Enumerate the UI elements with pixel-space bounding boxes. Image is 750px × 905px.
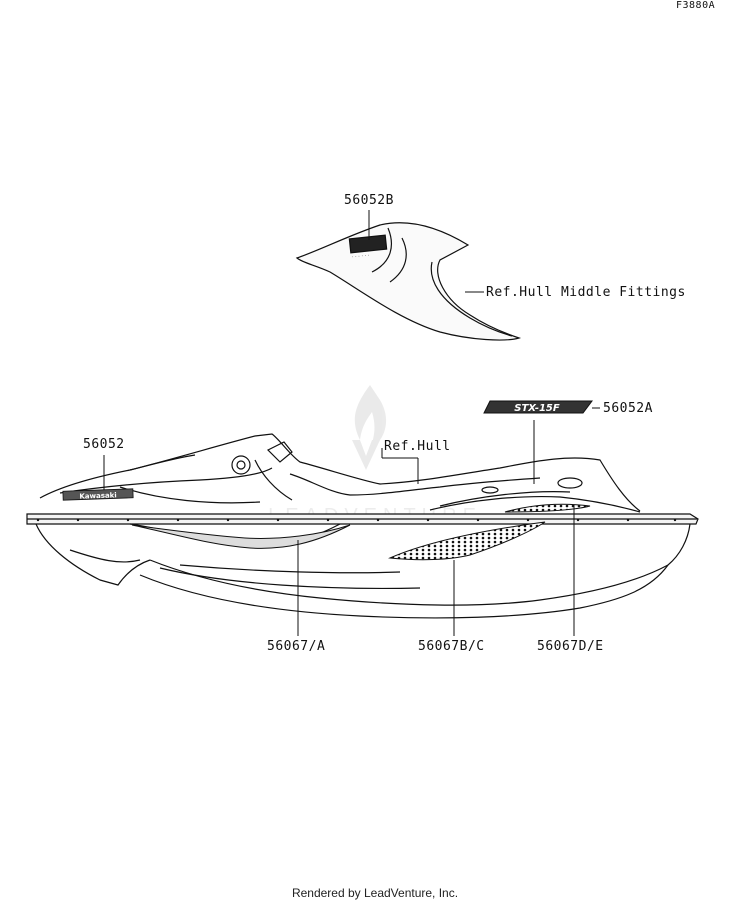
decal-56067B-C[interactable] <box>388 521 546 561</box>
callout-56052A[interactable]: 56052A <box>603 401 653 416</box>
callout-ref-hull[interactable]: Ref.Hull <box>384 439 451 454</box>
decal-56052A[interactable]: STX-15F <box>483 400 593 414</box>
decal-56052B[interactable]: · · · · · · <box>295 222 522 341</box>
callout-56067B-C[interactable]: 56067B/C <box>418 639 485 654</box>
decal-56052[interactable]: Kawasaki <box>62 488 134 501</box>
figure-id: F3880A <box>676 0 716 11</box>
leader-lines <box>103 210 600 636</box>
decal-56067D-E[interactable] <box>504 503 591 513</box>
svg-text:· · · · · ·: · · · · · · <box>352 253 370 261</box>
callout-56052B[interactable]: 56052B <box>344 193 394 208</box>
footer-credit: Rendered by LeadVenture, Inc. <box>291 886 459 900</box>
decal-56067A[interactable] <box>131 524 351 549</box>
hull-body <box>26 433 699 619</box>
rail-rivets <box>36 518 677 522</box>
callout-ref-hull-middle-fittings[interactable]: Ref.Hull Middle Fittings <box>486 285 686 300</box>
callout-56067D-E[interactable]: 56067D/E <box>537 639 604 654</box>
callout-56052[interactable]: 56052 <box>83 437 125 452</box>
svg-text:STX-15F: STX-15F <box>514 403 560 414</box>
svg-text:Kawasaki: Kawasaki <box>79 491 117 500</box>
callout-56067-A[interactable]: 56067/A <box>267 639 326 654</box>
leadventure-watermark <box>352 385 387 470</box>
